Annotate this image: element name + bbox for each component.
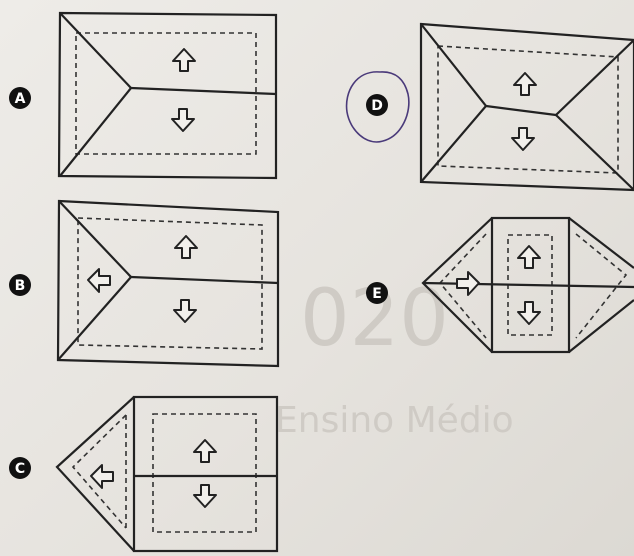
option-c-letter: C <box>15 461 25 477</box>
option-d-badge: D <box>347 72 409 142</box>
option-a-center-line <box>131 88 276 94</box>
option-b-badge: B <box>9 274 31 296</box>
option-e-right-flap-bottom <box>569 300 634 352</box>
option-e-up-arrow-icon <box>518 246 540 268</box>
option-e-right-flap-top <box>569 218 634 268</box>
option-e-diagram <box>423 218 634 352</box>
option-b-diagram <box>58 201 278 366</box>
option-e-badge: E <box>366 282 388 304</box>
option-a-diagram <box>59 13 276 178</box>
option-e-right-arrow-icon <box>457 272 479 295</box>
option-c-up-arrow-icon <box>194 440 216 462</box>
option-c-left-arrow-icon <box>91 465 113 488</box>
option-a-letter: A <box>15 91 26 107</box>
option-d-down-arrow-icon <box>512 128 534 150</box>
option-c[interactable]: C <box>9 397 277 551</box>
option-d-dashed-rect <box>438 46 618 173</box>
option-d-letter: D <box>371 98 383 114</box>
option-a-down-arrow-icon <box>172 109 194 131</box>
option-d-outer-rect <box>421 24 634 190</box>
option-e-center-line <box>423 283 634 287</box>
option-d-diagram <box>421 24 634 190</box>
option-a-badge: A <box>9 87 31 109</box>
option-b-letter: B <box>15 278 26 294</box>
option-d[interactable]: D <box>347 24 634 190</box>
option-d-up-arrow-icon <box>514 73 536 95</box>
option-d-right-fold <box>556 40 634 190</box>
option-b-up-arrow-icon <box>175 236 197 258</box>
option-a-fold-lines <box>60 13 131 176</box>
option-a-up-arrow-icon <box>173 49 195 71</box>
option-b-down-arrow-icon <box>174 300 196 322</box>
option-c-badge: C <box>9 457 31 479</box>
option-d-center-line <box>486 106 556 115</box>
option-b-center-line <box>131 277 278 283</box>
option-c-diagram <box>57 397 277 551</box>
option-a[interactable]: A <box>9 13 276 178</box>
option-c-down-arrow-icon <box>194 485 216 507</box>
option-c-dashed-rect <box>153 414 256 532</box>
watermark-small-text: Ensino Médio <box>275 400 514 441</box>
option-b-left-arrow-icon <box>88 269 110 292</box>
option-b[interactable]: B <box>9 201 278 366</box>
option-e-down-arrow-icon <box>518 302 540 324</box>
option-a-dashed-rect <box>76 33 256 154</box>
option-e-letter: E <box>372 286 382 302</box>
